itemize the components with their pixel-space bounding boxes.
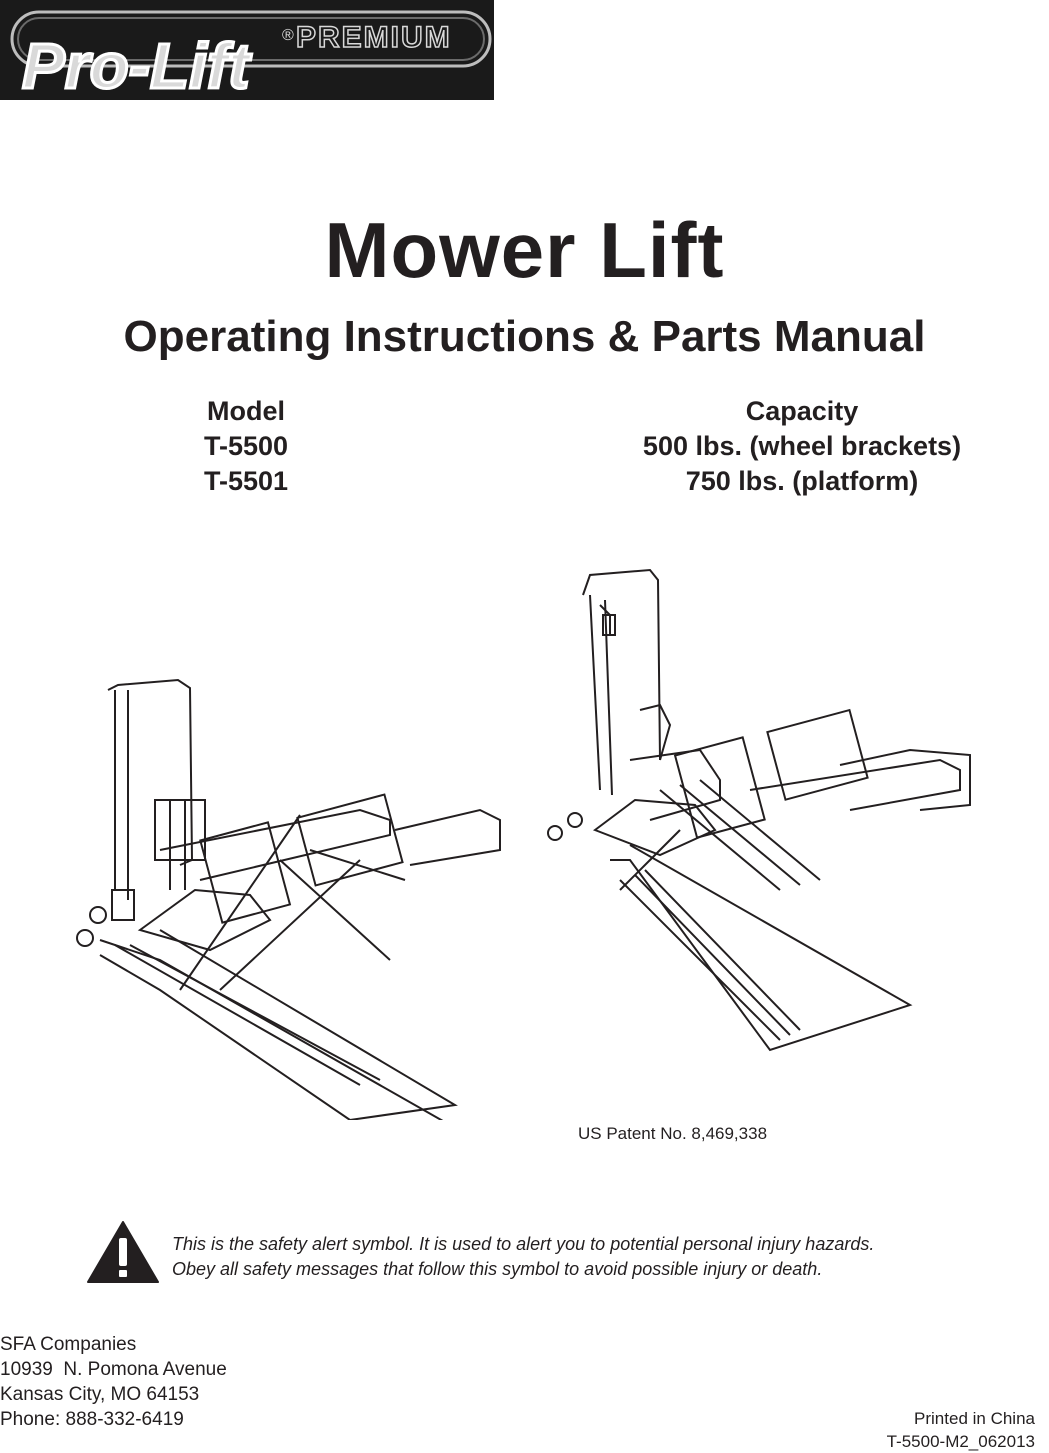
company-street: 10939 N. Pomona Avenue: [0, 1359, 227, 1380]
safety-alert-line: This is the safety alert symbol. It is u…: [172, 1234, 875, 1254]
capacity-item: 750 lbs. (platform): [685, 466, 919, 496]
product-illustration: [76, 568, 971, 1120]
company-address: SFA Companies 10939 N. Pomona Avenue Kan…: [0, 1332, 227, 1432]
capacity-block: Capacity 500 lbs. (wheel brackets) 750 l…: [600, 394, 1004, 499]
safety-alert-line: Obey all safety messages that follow thi…: [172, 1259, 823, 1279]
model-item: T-5500: [203, 431, 289, 461]
registered-mark: ®: [282, 27, 294, 44]
brand-logo: Pro-Lift ® PREMIUM: [0, 0, 494, 100]
logo-wordmark: Pro-Lift: [22, 30, 252, 100]
company-phone: Phone: 888-332-6419: [0, 1409, 184, 1430]
print-info: Printed in China T-5500-M2_062013: [887, 1407, 1035, 1453]
logo-graphic: Pro-Lift ® PREMIUM: [0, 0, 494, 100]
model-item: T-5501: [203, 466, 289, 496]
lift-illustration-right: [547, 568, 971, 1052]
company-name: SFA Companies: [0, 1334, 137, 1355]
company-city: Kansas City, MO 64153: [0, 1384, 200, 1405]
page-title: Mower Lift: [324, 206, 725, 294]
page-subtitle: Operating Instructions & Parts Manual: [123, 312, 926, 361]
lift-illustration-left: [76, 678, 501, 1120]
capacity-item: 500 lbs. (wheel brackets): [642, 431, 962, 461]
printed-in: Printed in China: [914, 1409, 1035, 1428]
patent-number: US Patent No. 8,469,338: [578, 1124, 768, 1143]
warning-triangle-icon: [87, 1221, 159, 1283]
model-label: Model: [207, 396, 285, 426]
safety-alert-text: This is the safety alert symbol. It is u…: [172, 1232, 992, 1282]
capacity-label: Capacity: [745, 396, 859, 426]
model-block: Model T-5500 T-5501: [146, 394, 346, 499]
logo-tier: PREMIUM: [296, 21, 452, 54]
document-code: T-5500-M2_062013: [886, 1432, 1035, 1451]
